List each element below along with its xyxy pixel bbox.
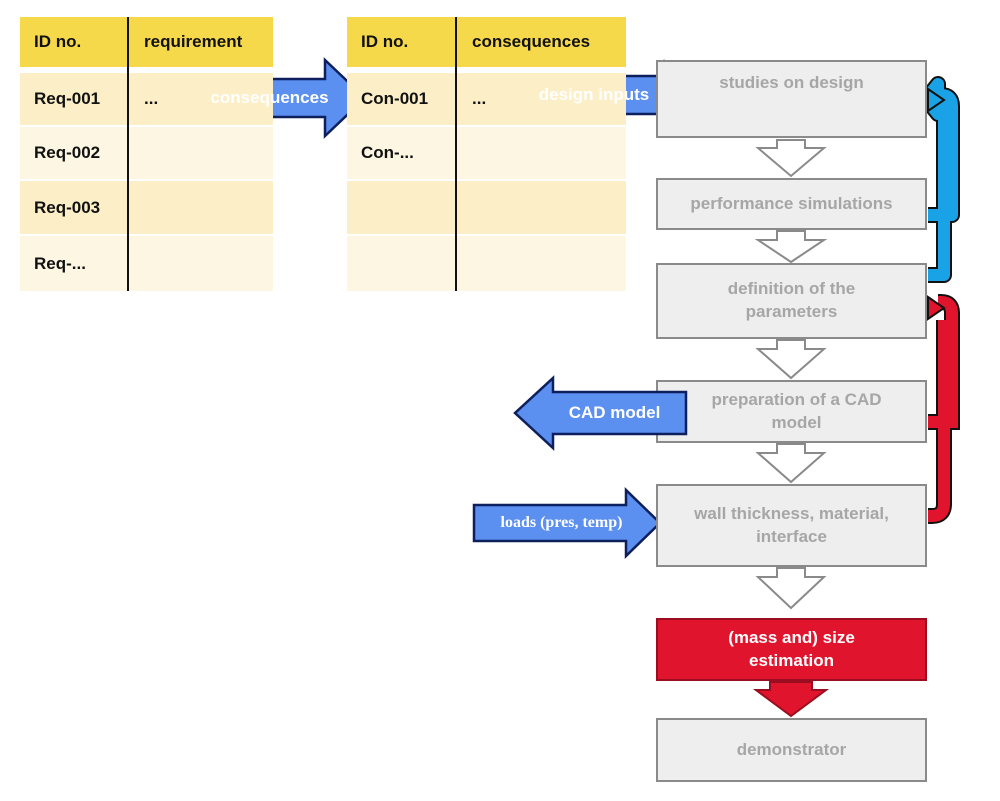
step-performance-simulations: performance simulations <box>656 178 927 230</box>
red-feedback-loop <box>927 294 960 524</box>
requirement-cell <box>130 127 273 179</box>
con-id-cell <box>347 236 458 291</box>
design-inputs-arrow-label: design inputs <box>538 85 650 104</box>
req-id-cell: Req-003 <box>20 181 130 234</box>
con-id-cell: Con-001 <box>347 73 458 125</box>
consequence-cell <box>458 181 626 234</box>
consequences-header: consequences <box>458 17 626 67</box>
consequence-cell <box>458 236 626 291</box>
step-demonstrator: demonstrator <box>656 718 927 782</box>
chevron-down-icon <box>755 567 827 610</box>
req-id-header: ID no. <box>20 17 130 67</box>
req-id-cell: Req-002 <box>20 127 130 179</box>
chevron-down-icon <box>755 139 827 178</box>
requirement-header: requirement <box>130 17 273 67</box>
con-id-cell <box>347 181 458 234</box>
cad-model-arrow-label: CAD model <box>568 403 661 422</box>
step-definition-of-parameters: definition of the parameters <box>656 263 927 339</box>
req-id-cell: Req-001 <box>20 73 130 125</box>
step-wall-thickness: wall thickness, material, interface <box>656 484 927 567</box>
consequences-arrow-label: consequences <box>210 88 329 107</box>
red-down-arrow <box>752 681 830 718</box>
chevron-down-icon <box>755 339 827 380</box>
consequence-cell: ... <box>458 73 626 125</box>
chevron-down-icon <box>754 230 828 264</box>
con-id-cell: Con-... <box>347 127 458 179</box>
loads-arrow <box>472 487 662 559</box>
requirement-cell <box>130 236 273 291</box>
step-cad-model-preparation: preparation of a CAD model <box>656 380 927 443</box>
requirement-cell <box>130 181 273 234</box>
loads-arrow-label: loads (pres, temp) <box>500 514 623 531</box>
requirement-cell: ... <box>130 73 273 125</box>
step-studies-on-design: studies on design <box>656 60 927 138</box>
req-id-cell: Req-... <box>20 236 130 291</box>
con-id-header: ID no. <box>347 17 458 67</box>
flow-connector-arrows <box>754 139 828 610</box>
cyan-feedback-loop <box>918 76 960 283</box>
column-divider <box>455 17 457 291</box>
step-mass-size-estimation: (mass and) size estimation <box>656 618 927 681</box>
chevron-down-icon <box>755 443 827 484</box>
column-divider <box>127 17 129 291</box>
consequence-cell <box>458 127 626 179</box>
